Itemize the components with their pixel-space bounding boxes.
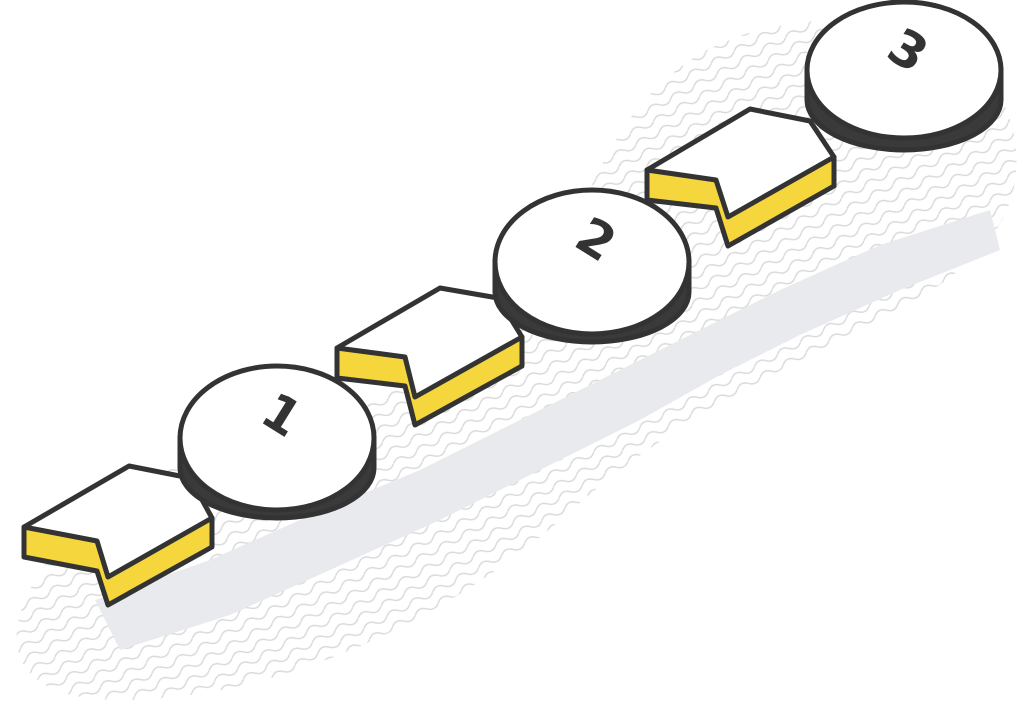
arrow-block-top-2	[334, 285, 525, 400]
chip-top-3	[804, 0, 1004, 141]
connector-arrow-1	[21, 463, 215, 608]
step-chip-1	[177, 363, 377, 521]
step-chip-2	[492, 187, 692, 345]
arrow-block-top-1	[21, 463, 215, 580]
arrow-block-top-3	[644, 106, 837, 220]
chip-top-2	[492, 187, 692, 337]
connector-arrow-3	[644, 106, 837, 249]
diagram-shadow	[95, 210, 1000, 650]
step-chip-3	[804, 0, 1004, 153]
connector-arrow-2	[334, 285, 525, 428]
chip-top-1	[177, 363, 377, 513]
